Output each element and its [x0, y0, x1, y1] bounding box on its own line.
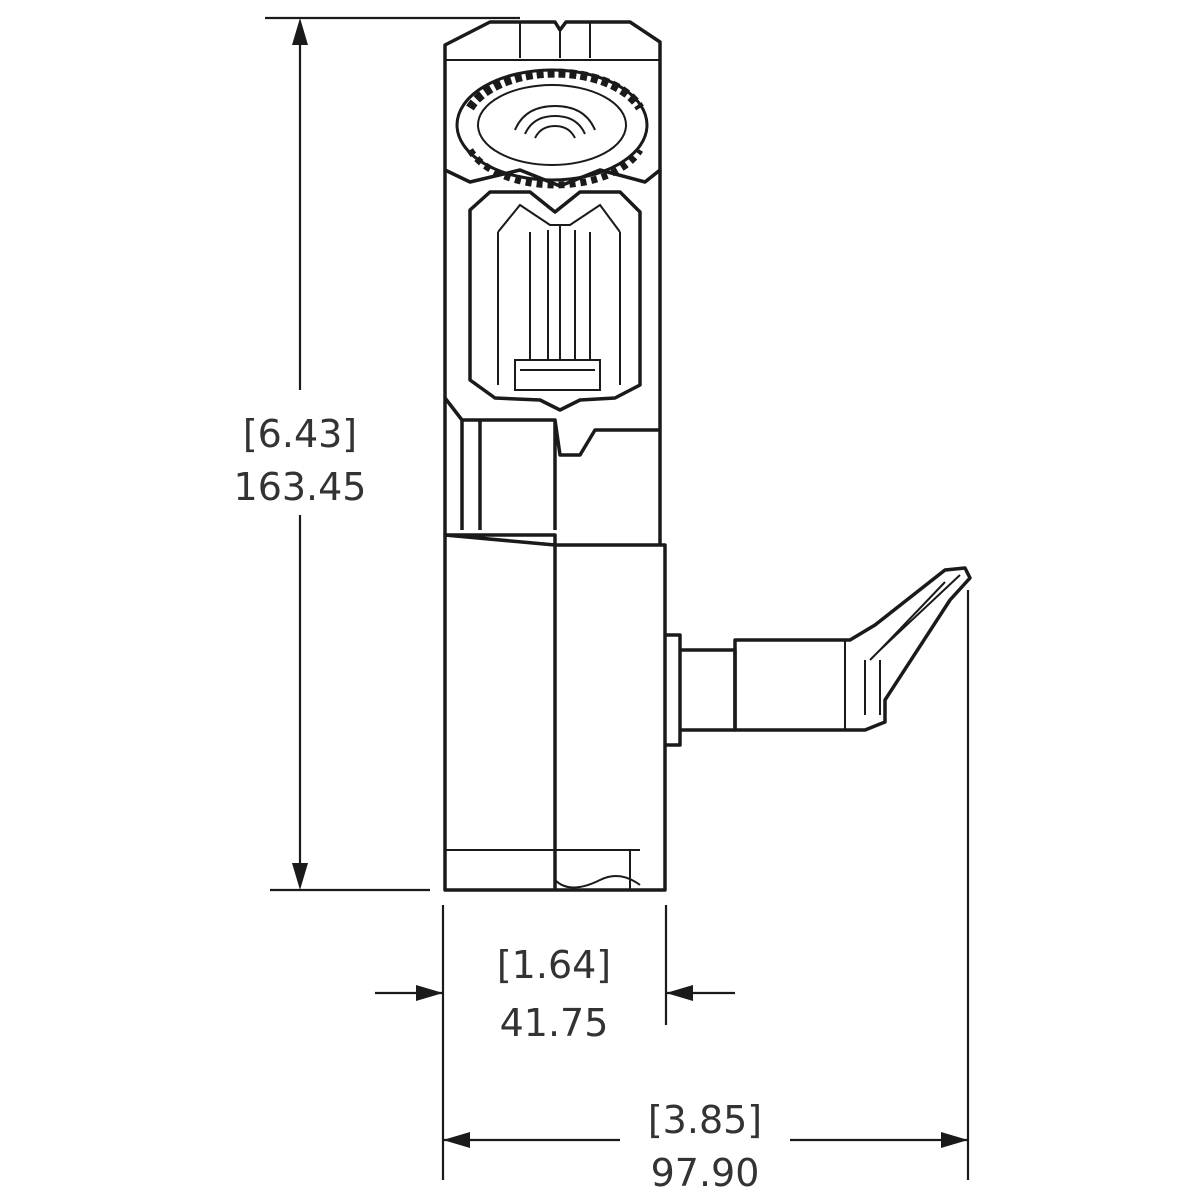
height-dimension: [265, 16, 520, 892]
upper-body: [443, 170, 662, 545]
head-top-chamfer: [445, 22, 660, 61]
body-width-dim-inch: [1.64]: [497, 943, 611, 987]
overall-width-dim-inch: [3.85]: [648, 1098, 762, 1142]
body-width-dim-mm: 41.75: [500, 1001, 609, 1045]
clamp-head: [443, 20, 662, 188]
lever-handle: [733, 566, 972, 732]
height-dim-inch: [6.43]: [243, 412, 357, 456]
height-dim-mm: 163.45: [234, 465, 367, 509]
knob-recess-inner: [497, 203, 621, 391]
side-boss: [665, 633, 737, 747]
clamp-part: [443, 20, 972, 892]
logo-seal: [455, 68, 649, 189]
overall-width-dim-mm: 97.90: [651, 1151, 760, 1195]
knob-recess: [468, 190, 642, 412]
lever-handle-detail: [844, 574, 961, 730]
mid-transition: [443, 396, 660, 530]
body-width-dimension: [375, 905, 735, 1025]
overall-width-dimension: [441, 590, 970, 1180]
lower-body-bottom: [445, 849, 641, 890]
lower-body: [443, 533, 667, 892]
